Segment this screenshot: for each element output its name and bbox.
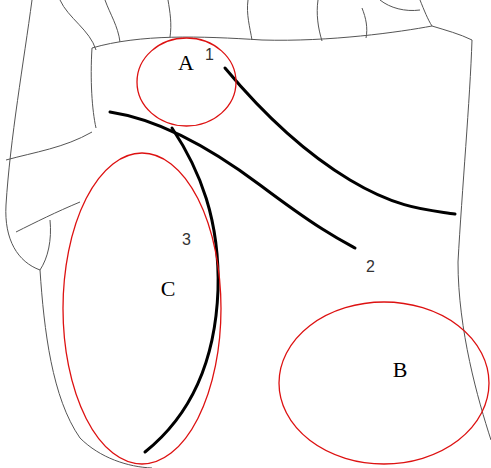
callout-number: 3	[182, 232, 191, 248]
finger-crease	[362, 8, 367, 38]
skin-crease	[91, 48, 96, 128]
ellipse-outline	[136, 37, 237, 127]
callout-number: 1	[205, 47, 214, 63]
region-letter: B	[393, 359, 408, 381]
skin-crease	[40, 220, 51, 270]
palm-line	[145, 128, 218, 452]
region-letter: A	[178, 52, 194, 74]
region-ellipse: B	[278, 301, 490, 465]
region-letter: C	[161, 278, 176, 300]
ellipse-outline	[63, 153, 221, 464]
ellipse-outline	[278, 301, 490, 465]
palm-line	[110, 112, 355, 248]
palm-outline	[40, 270, 152, 468]
finger-crease	[168, 0, 171, 37]
ellipse-outline	[279, 302, 489, 464]
region-ellipse: A	[136, 37, 237, 127]
palm-outline	[458, 40, 491, 440]
finger-crease	[317, 0, 322, 41]
palm-outline	[6, 0, 40, 270]
finger-crease	[105, 0, 120, 42]
ellipse-outline	[137, 38, 236, 126]
region-ellipse: C	[62, 152, 222, 465]
callout-number: 2	[366, 259, 375, 275]
skin-crease	[16, 202, 80, 232]
finger-crease	[420, 0, 472, 40]
ellipse-outline	[62, 152, 222, 465]
finger-crease	[247, 0, 252, 40]
palm-line	[225, 68, 455, 214]
skin-crease	[6, 132, 92, 160]
finger-crease	[92, 26, 432, 48]
finger-crease	[380, 0, 420, 11]
finger-crease	[60, 0, 96, 50]
